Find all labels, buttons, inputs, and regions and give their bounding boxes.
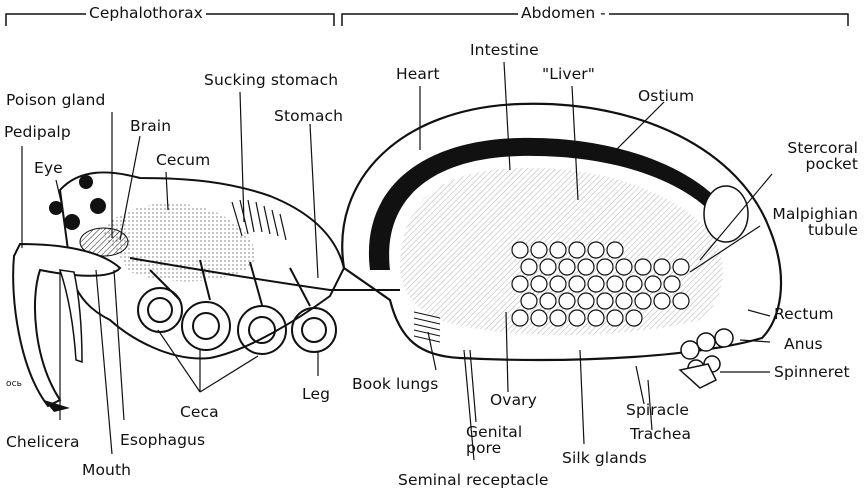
label-leg: Leg [302, 386, 330, 402]
ovary-egg [597, 259, 613, 275]
label-chelicera: Chelicera [6, 434, 80, 450]
ovary-egg [626, 310, 642, 326]
ovary-egg [521, 259, 537, 275]
label-malpighian-tubule: Malpighian tubule [740, 206, 858, 239]
ovary-egg [607, 242, 623, 258]
label-book-lungs: Book lungs [352, 376, 438, 392]
label-esophagus: Esophagus [120, 432, 205, 448]
ovary-egg [512, 310, 528, 326]
label-pedipalp: Pedipalp [4, 124, 71, 140]
label-spiracle: Spiracle [626, 402, 689, 418]
ovary-egg [607, 310, 623, 326]
ovary-egg [635, 293, 651, 309]
label-rectum: Rectum [774, 306, 834, 322]
ovary-egg [635, 259, 651, 275]
ovary-egg [569, 242, 585, 258]
ovary-egg [531, 242, 547, 258]
ovary-egg [578, 293, 594, 309]
ovary-egg [588, 242, 604, 258]
label-mouth: Mouth [82, 462, 131, 478]
label-genital-pore: Genital pore [466, 424, 522, 457]
label-heart: Heart [396, 66, 440, 82]
label-eye: Eye [34, 160, 63, 176]
ovary-egg [654, 293, 670, 309]
label-stomach: Stomach [274, 108, 343, 124]
label-stercoral-pocket: Stercoral pocket [760, 140, 858, 173]
label-spinneret: Spinneret [774, 364, 850, 380]
chelicera-shape [13, 244, 120, 406]
label-trachea: Trachea [630, 426, 691, 442]
ovary-egg [616, 259, 632, 275]
ovary-egg [569, 310, 585, 326]
ovary-egg [531, 276, 547, 292]
ovary-egg [559, 259, 575, 275]
label-intestine: Intestine [470, 42, 539, 58]
label-ovary: Ovary [490, 392, 537, 408]
label-brain: Brain [130, 118, 171, 134]
artist-initials: ось [6, 380, 22, 389]
label-liver: "Liver" [542, 66, 595, 82]
ovary-egg [540, 259, 556, 275]
ovary-egg [521, 293, 537, 309]
pedipalp-shape [60, 270, 82, 362]
label-sucking-stomach: Sucking stomach [204, 72, 338, 88]
ovary-egg [569, 276, 585, 292]
section-cephalothorax: Cephalothorax [86, 4, 206, 22]
label-ostium: Ostium [638, 88, 694, 104]
ovary-egg [512, 276, 528, 292]
ovary-egg [616, 293, 632, 309]
ovary-egg [626, 276, 642, 292]
ovary-egg [673, 293, 689, 309]
ovary-egg [673, 259, 689, 275]
ovary-egg [654, 259, 670, 275]
ovary-egg [578, 259, 594, 275]
ovary-egg [597, 293, 613, 309]
label-silk-glands: Silk glands [562, 450, 647, 466]
ovary-egg [588, 310, 604, 326]
ovary-egg [664, 276, 680, 292]
ovary-egg [607, 276, 623, 292]
ovary-egg [550, 276, 566, 292]
label-poison-gland: Poison gland [6, 92, 105, 108]
eyes [49, 175, 106, 230]
label-ceca: Ceca [180, 404, 219, 420]
ovary-egg [540, 293, 556, 309]
ovary-egg [512, 242, 528, 258]
ovary-egg [588, 276, 604, 292]
ovary-egg [550, 310, 566, 326]
ovary-egg [559, 293, 575, 309]
ovary-egg [645, 276, 661, 292]
label-seminal-receptacle: Seminal receptacle [398, 472, 549, 488]
spinneret-shape [680, 329, 733, 388]
ovary-egg [550, 242, 566, 258]
label-cecum: Cecum [156, 152, 210, 168]
ovary-egg [531, 310, 547, 326]
section-abdomen: Abdomen - [518, 4, 609, 22]
label-anus: Anus [784, 336, 823, 352]
